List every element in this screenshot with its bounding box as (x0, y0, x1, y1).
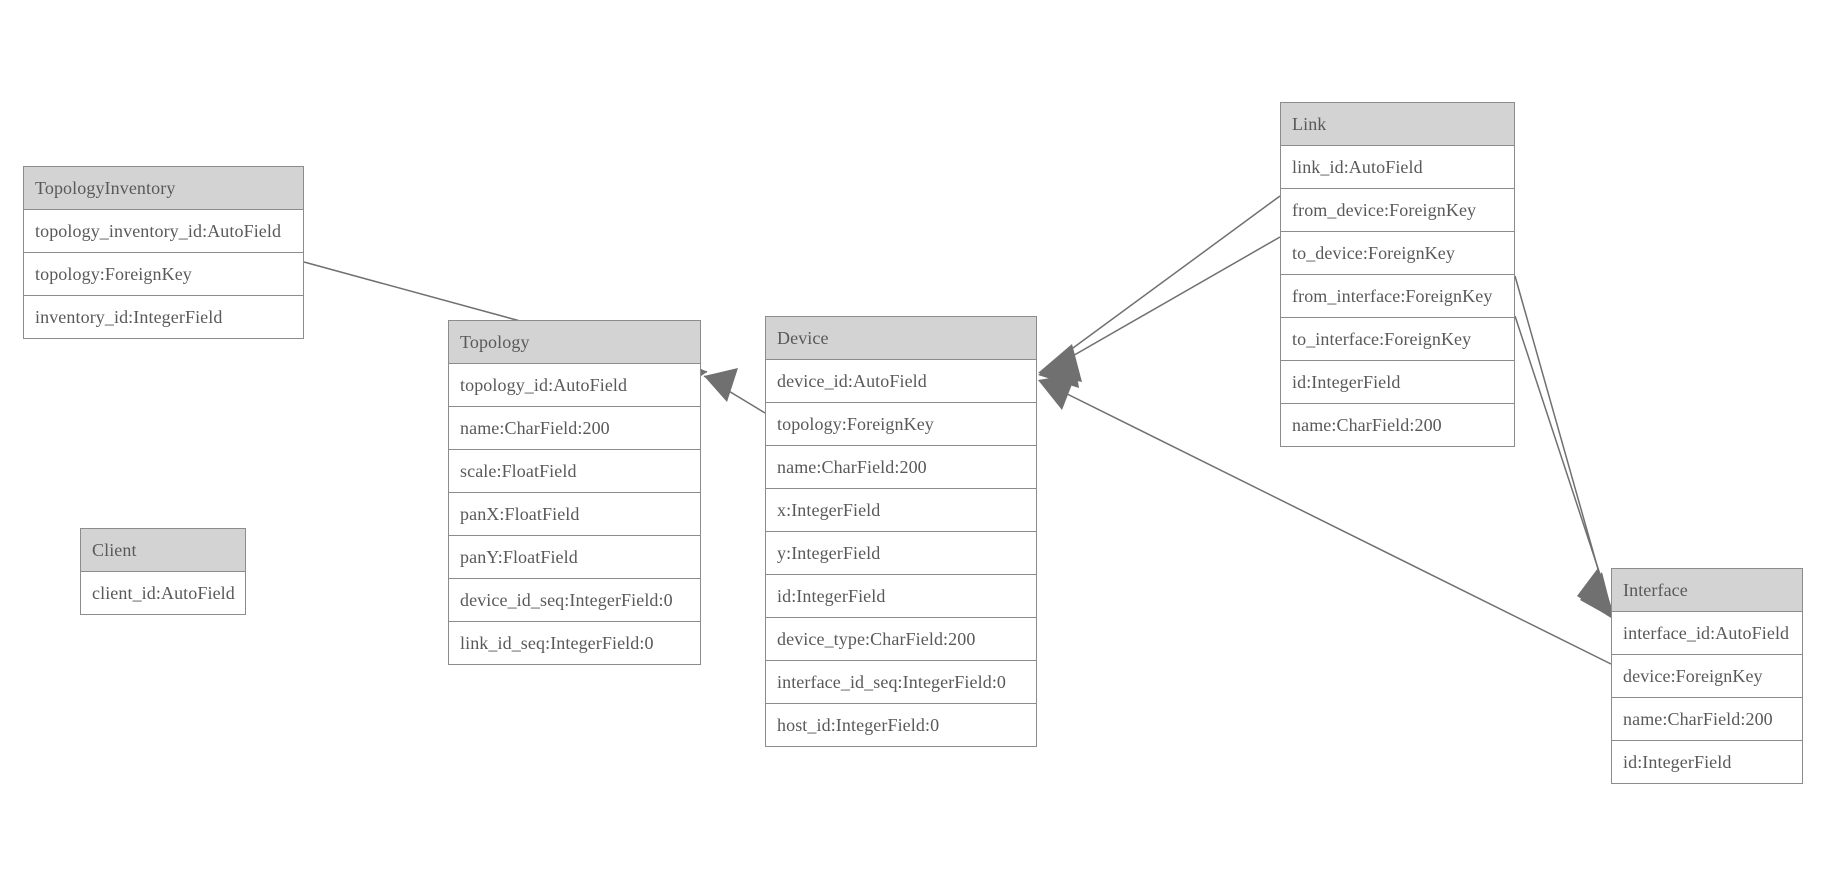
entity-field: link_id:AutoField (1281, 146, 1514, 189)
entity-field: link_id_seq:IntegerField:0 (449, 622, 700, 664)
entity-title: Device (766, 317, 1036, 360)
entity-title: TopologyInventory (24, 167, 303, 210)
entity-field: name:CharField:200 (1612, 698, 1802, 741)
entity-field: interface_id_seq:IntegerField:0 (766, 661, 1036, 704)
entity-field: id:IntegerField (1612, 741, 1802, 783)
entity-device[interactable]: Device device_id:AutoField topology:Fore… (765, 316, 1037, 747)
entity-field: panY:FloatField (449, 536, 700, 579)
entity-field: to_interface:ForeignKey (1281, 318, 1514, 361)
entity-field: from_device:ForeignKey (1281, 189, 1514, 232)
entity-field: id:IntegerField (1281, 361, 1514, 404)
edge-device-topology (703, 368, 766, 414)
entity-title: Link (1281, 103, 1514, 146)
entity-field: client_id:AutoField (81, 572, 245, 614)
entity-field: device:ForeignKey (1612, 655, 1802, 698)
entity-field: x:IntegerField (766, 489, 1036, 532)
entity-field: device_id_seq:IntegerField:0 (449, 579, 700, 622)
entity-interface[interactable]: Interface interface_id:AutoField device:… (1611, 568, 1803, 784)
entity-field: name:CharField:200 (1281, 404, 1514, 446)
entity-field: inventory_id:IntegerField (24, 296, 303, 338)
entity-field: topology_id:AutoField (449, 364, 700, 407)
entity-field: from_interface:ForeignKey (1281, 275, 1514, 318)
entity-field: device_type:CharField:200 (766, 618, 1036, 661)
entity-title: Client (81, 529, 245, 572)
entity-field: scale:FloatField (449, 450, 700, 493)
entity-client[interactable]: Client client_id:AutoField (80, 528, 246, 615)
edge-link-to-interface (1514, 315, 1615, 619)
entity-field: name:CharField:200 (449, 407, 700, 450)
entity-topology-inventory[interactable]: TopologyInventory topology_inventory_id:… (23, 166, 304, 339)
edge-link-from-device (1038, 195, 1281, 382)
entity-field: topology_inventory_id:AutoField (24, 210, 303, 253)
entity-field: name:CharField:200 (766, 446, 1036, 489)
entity-field: y:IntegerField (766, 532, 1036, 575)
entity-field: device_id:AutoField (766, 360, 1036, 403)
entity-field: topology:ForeignKey (766, 403, 1036, 446)
entity-field: panX:FloatField (449, 493, 700, 536)
entity-field: to_device:ForeignKey (1281, 232, 1514, 275)
edge-link-to-device (1038, 236, 1281, 388)
entity-field: id:IntegerField (766, 575, 1036, 618)
entity-title: Interface (1612, 569, 1802, 612)
entity-field: topology:ForeignKey (24, 253, 303, 296)
entity-field: interface_id:AutoField (1612, 612, 1802, 655)
entity-topology[interactable]: Topology topology_id:AutoField name:Char… (448, 320, 701, 665)
edge-link-from-interface (1514, 275, 1612, 618)
entity-title: Topology (449, 321, 700, 364)
entity-link[interactable]: Link link_id:AutoField from_device:Forei… (1280, 102, 1515, 447)
entity-field: host_id:IntegerField:0 (766, 704, 1036, 746)
